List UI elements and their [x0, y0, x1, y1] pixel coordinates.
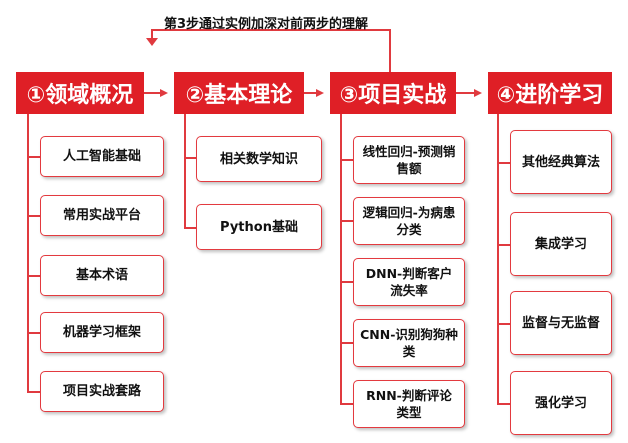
stage-3-item: CNN-识别狗狗种类	[353, 319, 465, 367]
stage-3-branch	[340, 159, 353, 161]
stage-1-branch	[27, 156, 40, 158]
stage-2-trunk	[184, 114, 186, 228]
feedback-loop-arrow	[151, 29, 391, 72]
stage-1-branch	[27, 391, 40, 393]
stage-4-branch	[497, 323, 510, 325]
stage-1-item: 人工智能基础	[40, 136, 164, 177]
feedback-banner: 第3步通过实例加深对前两步的理解	[164, 17, 369, 32]
stage-1-item: 常用实战平台	[40, 195, 164, 236]
stage-4-item: 强化学习	[510, 371, 612, 435]
stage-2-branch	[184, 157, 196, 159]
feedback-loop-arrowhead	[146, 38, 158, 46]
stage-4-branch	[497, 244, 510, 246]
stage-1-item: 机器学习框架	[40, 312, 164, 353]
stage-4-branch	[497, 403, 510, 405]
stage-3-branch	[340, 403, 353, 405]
stage-3-branch	[340, 342, 353, 344]
stage-3-trunk	[340, 114, 342, 404]
stage-1-item: 项目实战套路	[40, 371, 164, 412]
stage-4-item: 其他经典算法	[510, 130, 612, 194]
stage-1-item: 基本术语	[40, 255, 164, 296]
stage-4-header: ④进阶学习	[488, 72, 612, 114]
stage-1-branch	[27, 332, 40, 334]
stage-3-item: 线性回归-预测销售额	[353, 136, 465, 184]
stage-3-branch	[340, 220, 353, 222]
stage-2-branch	[184, 227, 196, 229]
stage-4-branch	[497, 162, 510, 164]
stage-3-item: RNN-判断评论类型	[353, 380, 465, 428]
stage-4-trunk	[497, 114, 499, 404]
stage-3-item: DNN-判断客户流失率	[353, 258, 465, 306]
stage-1-trunk	[27, 114, 29, 392]
stage-4-item: 集成学习	[510, 212, 612, 276]
stage-1-branch	[27, 275, 40, 277]
stage-2-item: 相关数学知识	[196, 136, 322, 182]
stage-3-branch	[340, 281, 353, 283]
stage-4-item: 监督与无监督	[510, 291, 612, 355]
stage-3-item: 逻辑回归-为病患分类	[353, 197, 465, 245]
stage-2-item: Python基础	[196, 204, 322, 250]
stage-1-branch	[27, 215, 40, 217]
stage-2-header: ②基本理论	[174, 72, 304, 114]
stage-1-header: ①领域概况	[16, 72, 144, 114]
stage-3-header: ③项目实战	[330, 72, 456, 114]
